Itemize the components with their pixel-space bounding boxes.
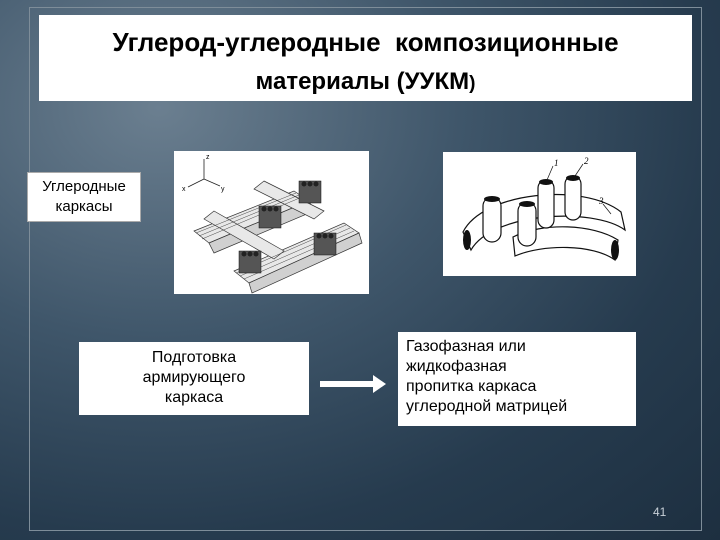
cylinder-a [482,196,502,243]
label-line-1: Углеродные [42,178,126,195]
cylinder-1 [537,179,555,229]
cylinder-2 [564,175,582,221]
title-abbrev: УУКМ [404,68,470,95]
axis-y-line [203,178,221,187]
step-right-line-4: углеродной матрицей [406,398,568,415]
carbon-frames-label: Углеродные каркасы [27,172,141,222]
woven-carbon-frame-illustration: z y x [182,154,363,294]
fiber-framework-image: 1 2 3 [443,152,636,276]
page-number: 41 [653,505,667,519]
title-line-2-main: материалы ( [255,68,405,95]
fiber-framework-diagram: 1 2 3 [462,156,626,262]
axis-x-label: x [182,186,186,193]
axis-z-label: z [206,154,210,161]
right-arrow-icon [320,375,386,393]
title-close-paren: ) [469,73,476,94]
step-left-line-3: каркаса [164,389,224,406]
curved-rod-3 [462,194,626,252]
vertical-rod-cluster-1 [258,205,282,229]
step-right-line-1: Газофазная или [406,338,526,355]
title-line-2: материалы (УУКМ) [39,68,692,96]
step-left-line-2: армирующего [142,369,246,386]
vertical-rod-cluster-4 [238,250,262,274]
rod-bundle-4 [203,210,285,260]
axis-y-label: y [221,186,225,193]
callout-2: 2 [584,156,589,166]
slide-frame [29,7,702,531]
title-line-1: Углерод-углеродные композиционные [112,27,619,57]
step-impregnation: Газофазная или жидкофазная пропитка карк… [398,332,636,426]
title-box: Углерод-углеродные композиционные матери… [39,15,692,101]
step-prepare-frame: Подготовка армирующего каркаса [79,342,309,415]
label-line-2: каркасы [55,198,113,215]
vertical-rod-cluster-2 [298,180,322,204]
step-right-line-2: жидкофазная [406,358,507,375]
axis-x-line [187,178,205,188]
woven-frame-image: z y x [174,151,369,294]
vertical-rod-cluster-3 [313,232,337,256]
step-left-line-1: Подготовка [151,349,237,366]
callout-3: 3 [598,196,604,206]
callout-1: 1 [554,158,559,168]
cylinder-b [517,201,537,247]
step-right-line-3: пропитка каркаса [406,378,537,395]
